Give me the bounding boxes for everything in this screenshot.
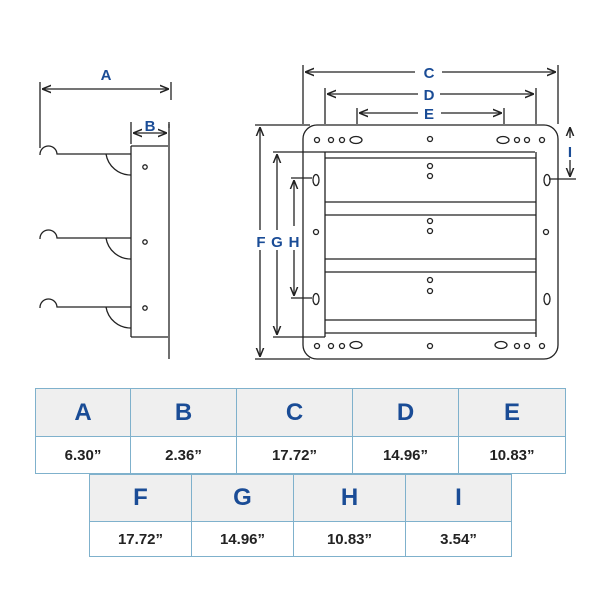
value-c: 17.72” [236,436,353,474]
header-f: F [89,474,192,522]
side-view [39,82,172,359]
value-i: 3.54” [405,521,512,557]
value-a: 6.30” [35,436,131,474]
value-h: 10.83” [293,521,406,557]
value-e: 10.83” [458,436,566,474]
value-d: 14.96” [352,436,459,474]
header-h: H [293,474,406,522]
header-c: C [236,388,353,437]
label-c: C [424,65,435,82]
header-a: A [35,388,131,437]
label-d: D [424,87,435,104]
value-g: 14.96” [191,521,294,557]
label-b: B [145,118,156,135]
value-f: 17.72” [89,521,192,557]
label-g: G [271,234,283,251]
label-e: E [424,106,434,123]
header-b: B [130,388,237,437]
dimensions-table-top: A B C D E 6.30” 2.36” 17.72” 14.96” 10.8… [35,388,566,474]
dimensions-table-bottom: F G H I 17.72” 14.96” 10.83” 3.54” [89,474,512,557]
dimension-drawing: A B [39,65,576,360]
value-b: 2.36” [130,436,237,474]
header-d: D [352,388,459,437]
label-f: F [256,234,265,251]
label-i: I [568,144,572,161]
header-i: I [405,474,512,522]
label-a: A [101,67,112,84]
label-h: H [289,234,300,251]
header-e: E [458,388,566,437]
front-view [255,65,576,360]
header-g: G [191,474,294,522]
